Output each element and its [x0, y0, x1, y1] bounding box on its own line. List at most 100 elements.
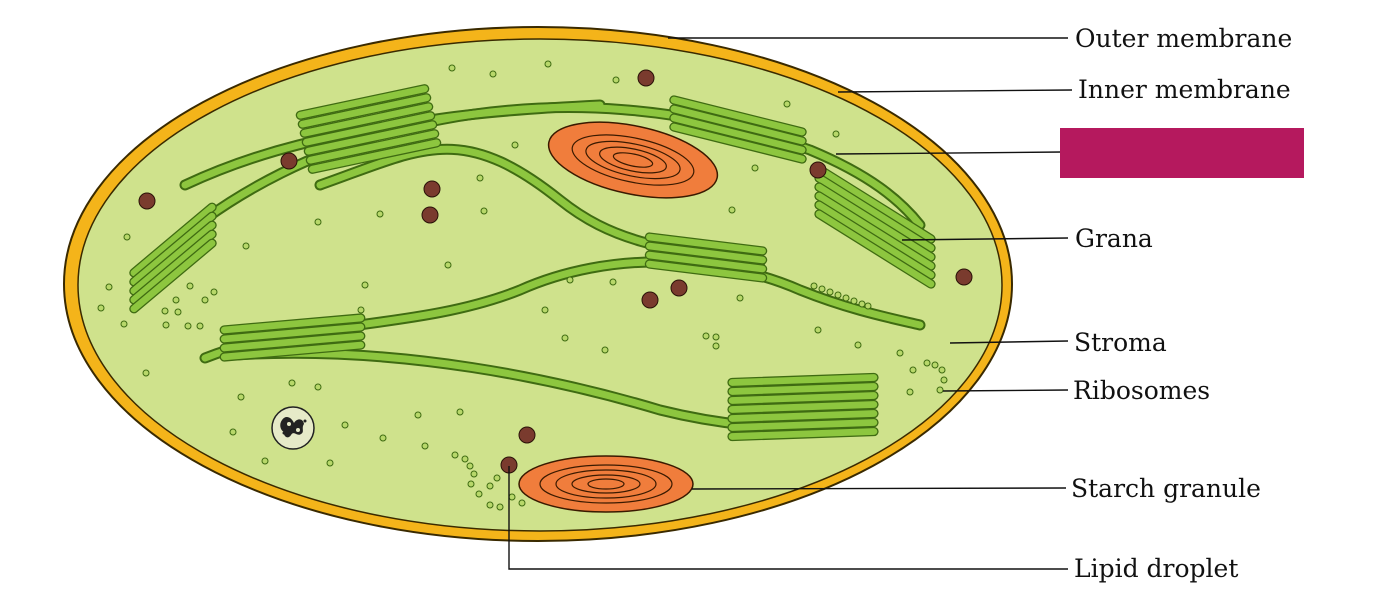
granum-stack-top-right: [669, 95, 807, 164]
ribosome-dot: [288, 379, 296, 387]
thylakoid-disc: [307, 138, 442, 174]
ribosome-dot: [467, 480, 475, 488]
ribosome-dot: [832, 130, 840, 138]
ribosome-dot: [376, 210, 384, 218]
ribosome-dot: [242, 242, 250, 250]
leader-inner-membrane: [837, 89, 1073, 93]
ribosome-dot: [470, 470, 478, 478]
ribosome-dot: [736, 294, 744, 302]
ribosome-dot: [162, 321, 170, 329]
ribosome-dot: [854, 341, 862, 349]
thylakoid-disc: [727, 390, 879, 406]
leader-stroma: [949, 340, 1069, 344]
label-ribosomes: Ribosomes: [1073, 376, 1211, 405]
ribosome-dot: [174, 308, 182, 316]
ribosome-dot: [940, 376, 948, 384]
label-inner-membrane: Inner membrane: [1078, 75, 1291, 104]
ribosome-dot: [210, 288, 218, 296]
thylakoid-disc: [219, 340, 366, 362]
thylakoid-disc: [644, 232, 768, 256]
thylakoid-disc: [727, 399, 879, 415]
ribosome-dot: [609, 278, 617, 286]
ribosome-dot: [161, 307, 169, 315]
ribosome-dot: [896, 349, 904, 357]
lipid-droplets: [138, 69, 973, 474]
thylakoid-disc: [219, 322, 366, 344]
ribosome-dot: [184, 322, 192, 330]
ribosome-dot: [936, 386, 944, 394]
ribosome-dot: [923, 359, 931, 367]
starch-granule-top: [547, 121, 719, 199]
ribosomes-dots: [97, 60, 948, 511]
ribosome-dot: [814, 326, 822, 334]
ribosome-dot: [783, 100, 791, 108]
ribosome-dot: [120, 320, 128, 328]
ribosome-dot: [826, 288, 834, 296]
nucleoid: [271, 406, 315, 450]
ribosome-dot: [561, 334, 569, 342]
lipid-droplet: [670, 279, 688, 297]
ribosome-dot: [229, 428, 237, 436]
ribosome-dot: [201, 296, 209, 304]
ribosome-dot: [541, 306, 549, 314]
granum-stack-left-diagonal: [129, 202, 217, 314]
ribosome-dot: [810, 282, 818, 290]
thylakoid-disc: [669, 113, 807, 155]
thylakoid-disc: [644, 250, 768, 274]
leader-hidden-label: [835, 151, 1063, 155]
label-starch-granule: Starch granule: [1071, 474, 1261, 503]
lipid-droplet: [641, 291, 659, 309]
label-grana: Grana: [1075, 224, 1153, 253]
thylakoid-disc: [219, 331, 366, 353]
thylakoid-disc: [305, 129, 440, 165]
ribosome-dot: [712, 333, 720, 341]
lipid-droplet: [423, 180, 441, 198]
lipid-droplet: [955, 268, 973, 286]
thylakoid-disc: [727, 408, 879, 424]
ribosome-dot: [518, 499, 526, 507]
lipid-droplet: [518, 426, 536, 444]
thylakoid-disc: [301, 111, 436, 147]
ribosome-dot: [486, 501, 494, 509]
thylakoid-disc: [297, 93, 432, 129]
thylakoid-disc: [129, 238, 217, 314]
ribosome-dot: [97, 304, 105, 312]
thylakoid-disc: [669, 95, 807, 137]
ribosome-dot: [326, 459, 334, 467]
ribosome-dot: [566, 276, 574, 284]
leader-lines: [508, 37, 1073, 570]
ribosome-dot: [842, 294, 850, 302]
ribosome-dot: [196, 322, 204, 330]
ribosome-dot: [712, 342, 720, 350]
granum-stack-bottom-right: [727, 372, 879, 442]
ribosome-dot: [451, 451, 459, 459]
ribosome-dot: [489, 70, 497, 78]
ribosome-dot: [361, 281, 369, 289]
thylakoid-disc: [814, 209, 936, 289]
lipid-droplet: [280, 152, 298, 170]
thylakoid-disc: [295, 84, 430, 120]
ribosome-dot: [601, 346, 609, 354]
ribosome-dot: [444, 261, 452, 269]
label-lipid-droplet: Lipid droplet: [1074, 554, 1239, 583]
ribosome-dot: [909, 366, 917, 374]
ribosome-dot: [496, 503, 504, 511]
ribosome-dot: [544, 60, 552, 68]
ribosome-dot: [508, 493, 516, 501]
ribosome-dot: [818, 285, 826, 293]
ribosome-dot: [493, 474, 501, 482]
starch-granule-bottom: [518, 455, 694, 513]
lipid-droplet: [138, 192, 156, 210]
lipid-droplet: [809, 161, 827, 179]
ribosome-dot: [751, 164, 759, 172]
ribosome-dot: [379, 434, 387, 442]
label-stroma: Stroma: [1074, 328, 1167, 357]
granum-stack-center: [644, 232, 768, 283]
thylakoid-disc: [644, 241, 768, 265]
ribosome-dot: [702, 332, 710, 340]
lipid-droplet: [637, 69, 655, 87]
ribosome-dot: [421, 442, 429, 450]
hidden-label-box: [1060, 128, 1304, 178]
